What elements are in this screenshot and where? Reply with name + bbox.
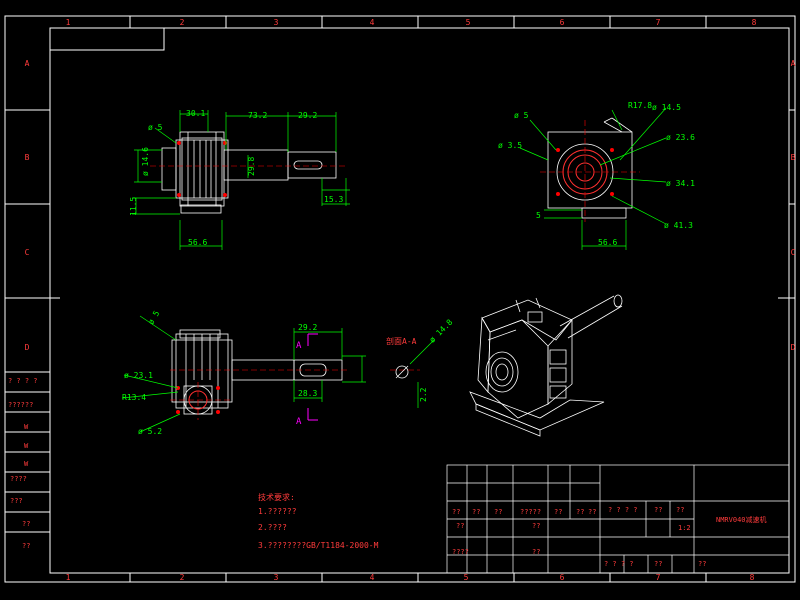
row-label-right-C: C	[791, 248, 796, 257]
dim-29-2-top: 29.2	[298, 323, 317, 332]
tech-notes: 技术要求: 1.?????? 2.???? 3.????????GB/T1184…	[258, 492, 379, 550]
tb-a-2: ??	[494, 508, 502, 516]
dim-56-6-side: 56.6	[598, 238, 617, 247]
tb-scale: 1:2	[678, 524, 691, 532]
row-label-right-D: D	[791, 343, 796, 352]
dim-29-8: 29.8	[247, 157, 256, 176]
dim-15-3: 15.3	[324, 195, 343, 204]
dim-r13-4: R13.4	[122, 393, 146, 402]
tb-a-0: ??	[452, 508, 460, 516]
front-view: 30.1 73.2 29.2 ø 5 ø 14.6 29.8 11.5 15.3…	[129, 109, 350, 250]
dim-2-2: 2.2	[419, 387, 428, 402]
left-strip-5: ????	[10, 475, 27, 483]
col-label-bot-5: 5	[464, 573, 469, 582]
row-label-right-A: A	[791, 59, 796, 68]
frame-labels: 1 2 3 4 5 6 7 8 1 2 3 4 5 6 7 8 A B C D …	[25, 18, 796, 582]
col-label-bot-7: 7	[656, 573, 661, 582]
tb-b-1: ??	[532, 522, 540, 530]
tb-c-0: ????	[452, 548, 469, 556]
left-strip-3: W	[24, 442, 29, 450]
row-label-left-C: C	[25, 248, 30, 257]
tb-mid-1: ??	[654, 506, 662, 514]
tb-bot-2: ??	[698, 560, 706, 568]
col-label-bot-3: 3	[274, 573, 279, 582]
left-strip-8: ??	[22, 542, 30, 550]
tech-notes-line-3: 3.????????GB/T1184-2000-M	[258, 541, 379, 550]
col-label-top-8: 8	[752, 18, 757, 27]
col-label-bot-4: 4	[370, 573, 375, 582]
dim-dia-3-5: ø 3.5	[498, 141, 522, 150]
dim-dia-5-top: ø 5	[146, 309, 161, 326]
dim-dia-23-6: ø 23.6	[666, 133, 695, 142]
dim-11-5: 11.5	[129, 197, 138, 216]
row-label-left-D: D	[25, 343, 30, 352]
col-label-bot-8: 8	[750, 573, 755, 582]
section-title: 剖面A-A	[386, 336, 417, 346]
title-block	[446, 464, 790, 574]
section-label-bottom: A	[296, 417, 302, 427]
left-strip-4: W	[24, 460, 29, 468]
tb-bot-0: ? ? ? ?	[604, 560, 634, 568]
tb-mid-0: ? ? ? ?	[608, 506, 638, 514]
tb-product-name: NMRV040减速机	[716, 515, 767, 524]
tb-a-5: ??	[576, 508, 584, 516]
left-strip-7: ??	[22, 520, 30, 528]
tb-mid-2: ??	[676, 506, 684, 514]
col-label-top-1: 1	[66, 18, 71, 27]
dim-dia-23-1: ø 23.1	[124, 371, 153, 380]
col-label-top-5: 5	[466, 18, 471, 27]
row-label-right-B: B	[791, 153, 796, 162]
dim-dia-5-2: ø 5.2	[138, 427, 162, 436]
dim-dia-14-6: ø 14.6	[141, 147, 150, 176]
dim-73-2: 73.2	[248, 111, 267, 120]
col-label-bot-1: 1	[66, 573, 71, 582]
left-strip-0: ? ? ? ?	[8, 377, 38, 385]
tech-notes-title: 技术要求:	[258, 492, 295, 502]
dim-dia-14-8: ø 14.8	[428, 318, 455, 345]
tb-c-1: ??	[532, 548, 540, 556]
dim-dia-34-1: ø 34.1	[666, 179, 695, 188]
dim-30-1: 30.1	[186, 109, 205, 118]
tech-notes-line-2: 2.????	[258, 523, 287, 532]
left-strip-6: ???	[10, 497, 23, 505]
tech-notes-line-1: 1.??????	[258, 507, 297, 516]
left-strip-1: ??????	[8, 401, 33, 409]
top-view: A A ø 5 ø 23.1 R13.4 ø 5.2 29.2 ø 14.8 2	[121, 309, 455, 436]
tb-a-6: ??	[588, 508, 596, 516]
left-strip-2: W	[24, 423, 29, 431]
col-label-top-6: 6	[560, 18, 565, 27]
section-label-top: A	[296, 341, 302, 351]
tb-a-1: ??	[472, 508, 480, 516]
tb-a-4: ??	[554, 508, 562, 516]
col-label-top-4: 4	[370, 18, 375, 27]
dim-dia-5-side: ø 5	[514, 111, 529, 120]
drawing-frame	[4, 15, 796, 583]
col-label-top-7: 7	[656, 18, 661, 27]
col-label-bot-6: 6	[560, 573, 565, 582]
tb-b-0: ??	[456, 522, 464, 530]
dim-r17-8: R17.8	[628, 101, 652, 110]
side-view: R17.8 ø 14.5 ø 5 ø 3.5 ø 23.6 ø 34.1 ø 4…	[498, 101, 695, 250]
dim-28-3: 28.3	[298, 389, 317, 398]
row-label-left-A: A	[25, 59, 30, 68]
col-label-bot-2: 2	[180, 573, 185, 582]
dim-dia-5: ø 5	[148, 123, 163, 132]
col-label-top-3: 3	[274, 18, 279, 27]
left-strip: ? ? ? ? ?????? W W W ???? ??? ?? ??	[8, 377, 38, 550]
row-label-left-B: B	[25, 153, 30, 162]
tb-bot-1: ??	[654, 560, 662, 568]
dim-5-side: 5	[536, 211, 541, 220]
dim-dia-41-3: ø 41.3	[664, 221, 693, 230]
dim-29-2: 29.2	[298, 111, 317, 120]
tb-a-3: ?????	[520, 508, 541, 516]
dim-56-6-front: 56.6	[188, 238, 207, 247]
isometric-view	[469, 294, 623, 437]
col-label-top-2: 2	[180, 18, 185, 27]
title-block-text: ?? ?? ?? ????? ?? ?? ?? ?? ?? ???? ?? ? …	[452, 506, 767, 568]
dim-dia-14-5: ø 14.5	[652, 103, 681, 112]
